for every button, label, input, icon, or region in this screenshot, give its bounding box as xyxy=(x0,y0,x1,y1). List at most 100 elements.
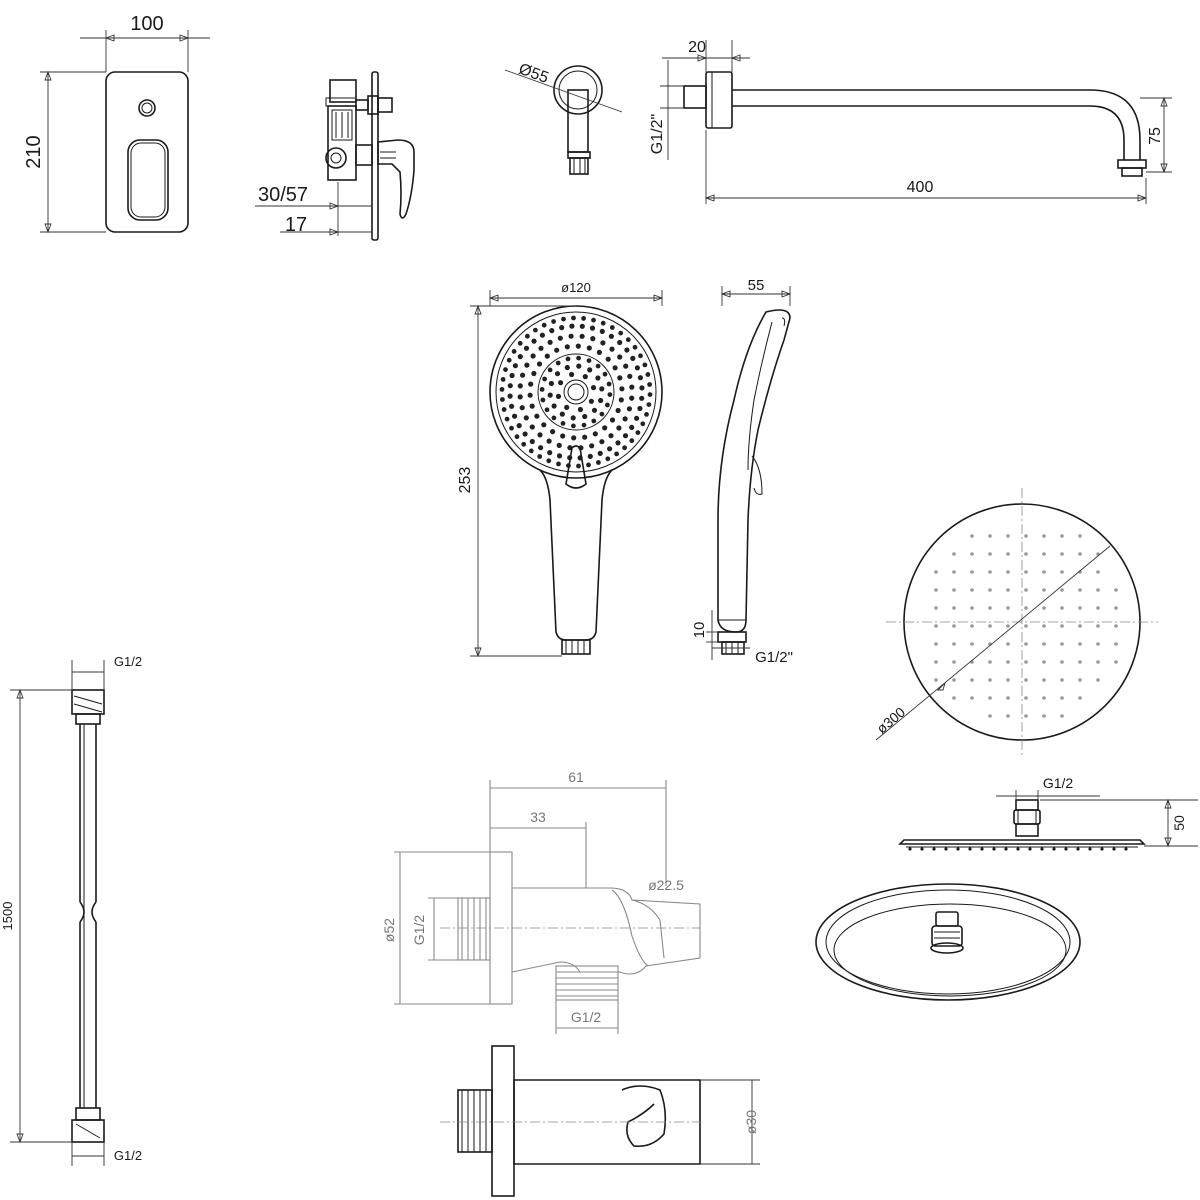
outlet-total-label: 61 xyxy=(568,769,584,785)
nozzle-dot xyxy=(1078,660,1082,664)
nozzle-dot xyxy=(1078,642,1082,646)
nozzle-dot xyxy=(968,847,972,851)
nozzle-dot xyxy=(581,422,587,428)
nozzle-dot xyxy=(579,333,585,339)
nozzle-dot xyxy=(1124,847,1128,851)
nozzle-dot xyxy=(522,431,528,437)
nozzle-dot xyxy=(551,403,557,409)
nozzle-dot xyxy=(934,588,938,592)
nozzle-dot xyxy=(599,439,605,445)
nozzle-dot xyxy=(1060,714,1064,718)
nozzle-dot xyxy=(606,381,612,387)
nozzle-dot xyxy=(576,355,581,361)
rain-head-perspective xyxy=(815,883,1081,1001)
nozzle-dot xyxy=(517,383,523,389)
nozzle-dot xyxy=(934,570,938,574)
hose-length-label: 1500 xyxy=(0,902,15,931)
nozzle-dot xyxy=(640,421,646,427)
head-diameter-label: ø300 xyxy=(873,704,908,737)
nozzle-dot xyxy=(988,696,992,700)
nozzle-dot xyxy=(1024,714,1028,718)
nozzle-dot xyxy=(500,397,505,402)
nozzle-dot xyxy=(602,425,608,431)
nozzle-dot xyxy=(534,413,540,419)
nozzle-dot xyxy=(546,458,552,464)
nozzle-dot xyxy=(591,407,598,413)
nozzle-dot xyxy=(529,424,535,430)
nozzle-dot xyxy=(952,642,956,646)
nozzle-dot xyxy=(597,450,603,456)
nozzle-dot xyxy=(934,606,938,610)
nozzle-dot xyxy=(1060,660,1064,664)
nozzle-dot xyxy=(550,429,556,435)
nozzle-dot xyxy=(647,382,652,387)
nozzle-dot xyxy=(537,432,543,438)
nozzle-dot xyxy=(609,417,616,423)
mixer-body-side-view: 30/57 17 xyxy=(255,71,415,241)
nozzle-dot xyxy=(571,315,576,321)
nozzle-dot xyxy=(591,418,597,424)
nozzle-dot xyxy=(646,402,652,407)
nozzle-dot xyxy=(546,438,552,444)
holder-bracket-side-view: ø30 xyxy=(440,1045,760,1197)
hand-tip-label: 10 xyxy=(691,622,708,639)
nozzle-dot xyxy=(988,606,992,610)
arm-diameter-label: Ø55 xyxy=(516,61,550,87)
nozzle-dot xyxy=(558,380,564,386)
nozzle-dot xyxy=(555,360,561,366)
hose-top-thread-label: G1/2 xyxy=(114,654,142,669)
nozzle-dot xyxy=(516,423,522,429)
nozzle-dot xyxy=(1078,696,1082,700)
nozzle-dot xyxy=(560,421,566,426)
nozzle-dot xyxy=(627,373,633,379)
nozzle-dot xyxy=(1024,624,1028,628)
holder-diameter-label: ø30 xyxy=(743,1110,759,1134)
nozzle-dot xyxy=(503,367,508,372)
nozzle-dot xyxy=(605,402,610,408)
nozzle-dot xyxy=(1088,847,1092,851)
nozzle-dot xyxy=(952,552,956,556)
nozzle-dot xyxy=(564,344,570,350)
nozzle-dot xyxy=(544,407,550,413)
nozzle-dot xyxy=(632,344,638,350)
nozzle-dot xyxy=(920,847,924,851)
nozzle-dot xyxy=(596,460,601,465)
nozzle-dot xyxy=(1078,606,1082,610)
nozzle-dot xyxy=(605,356,611,362)
nozzle-dot xyxy=(618,397,624,403)
nozzle-dot xyxy=(1042,606,1046,610)
nozzle-dot xyxy=(1114,606,1118,610)
nozzle-dot xyxy=(587,453,593,459)
nozzle-dot xyxy=(1060,624,1064,628)
nozzle-dot xyxy=(1006,588,1010,592)
nozzle-dot xyxy=(934,678,938,682)
nozzle-dot xyxy=(952,606,956,610)
nozzle-dot xyxy=(531,338,537,344)
nozzle-dot xyxy=(988,570,992,574)
nozzle-dot xyxy=(504,416,510,422)
nozzle-dot xyxy=(1060,696,1064,700)
nozzle-dot xyxy=(1006,678,1010,682)
outlet-thread-in-label: G1/2 xyxy=(411,915,427,946)
nozzle-dot xyxy=(587,367,593,373)
nozzle-dot xyxy=(589,443,595,449)
nozzle-dot xyxy=(1060,678,1064,682)
nozzle-dot xyxy=(517,340,523,346)
nozzle-dot xyxy=(499,387,505,392)
nozzle-dot xyxy=(1114,642,1118,646)
nozzle-dot xyxy=(544,353,550,359)
nozzle-dot xyxy=(608,333,615,339)
nozzle-dot xyxy=(1096,660,1100,664)
nozzle-dot xyxy=(538,345,544,351)
nozzle-dot xyxy=(533,327,538,333)
nozzle-dot xyxy=(970,642,974,646)
nozzle-dot xyxy=(559,411,565,417)
wall-plate-front-view: 100 210 xyxy=(23,13,210,234)
nozzle-dot xyxy=(970,678,974,682)
nozzle-dot xyxy=(554,347,560,353)
wall-outlet-side-view: 61 33 ø22.5 ø52 G1/2 G1/2 xyxy=(381,769,701,1034)
nozzle-dot xyxy=(537,454,543,459)
nozzle-dot xyxy=(576,463,581,469)
nozzle-dot xyxy=(564,404,570,410)
outlet-mid-label: 33 xyxy=(530,809,546,825)
